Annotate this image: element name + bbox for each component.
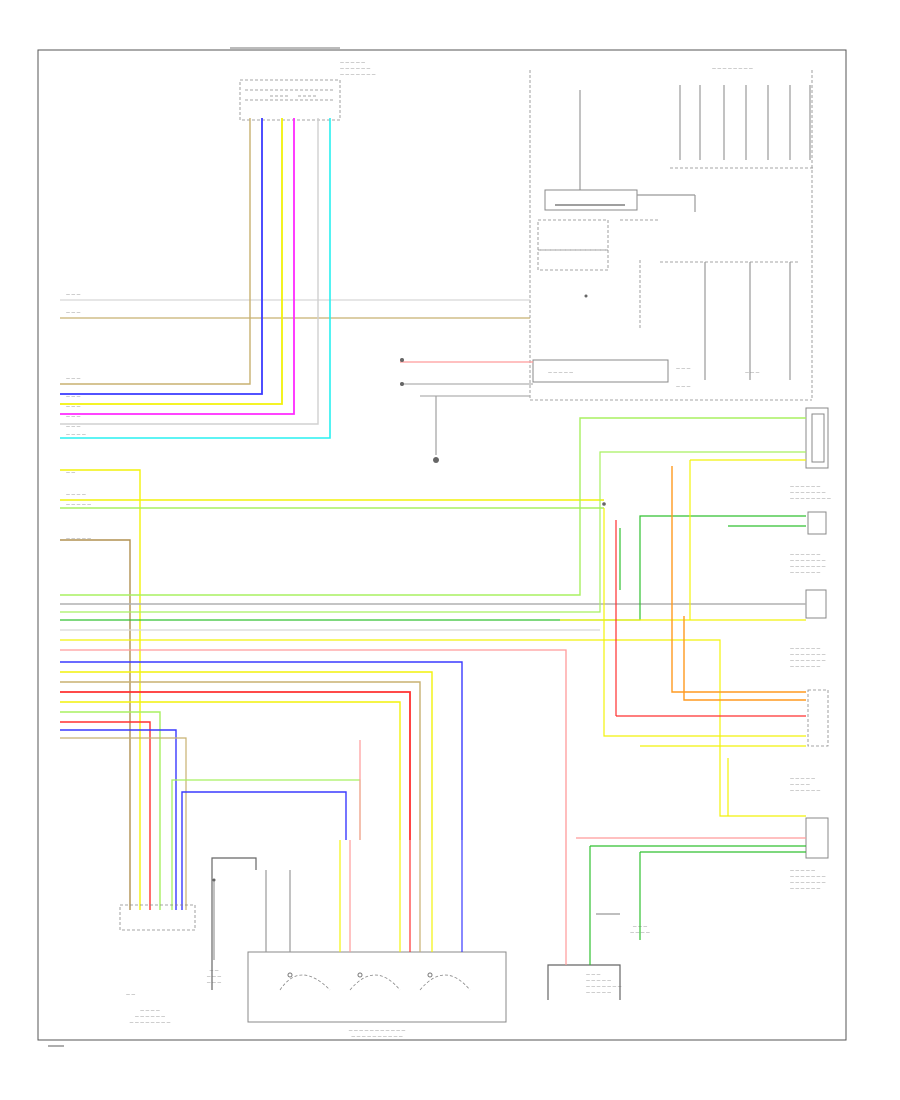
svg-text:— — —: — — — (207, 980, 222, 985)
svg-text:— — — — — — —: — — — — — — — (790, 658, 826, 663)
svg-text:— — —: — — — (633, 924, 648, 929)
center-ground-box: — — — — — — — — (207, 857, 257, 990)
engine-control-module: — — — — — — — — — — — — — — — — — — — — … (529, 66, 815, 401)
svg-text:— — —: — — — (66, 404, 81, 409)
svg-text:— — — — —: — — — — — (790, 776, 815, 781)
svg-text:— — — — —: — — — — — (586, 978, 611, 983)
svg-text:— — — — — —: — — — — — — (790, 484, 820, 489)
svg-text:— — —: — — — (66, 424, 81, 429)
svg-text:— — — — — — —: — — — — — — — (790, 558, 826, 563)
svg-text:— — — — — —: — — — — — — (340, 66, 370, 71)
svg-text:— — — —: — — — — (140, 1008, 160, 1013)
svg-text:— — — — —: — — — — — (66, 502, 91, 507)
svg-text:— —: — — (209, 968, 218, 973)
svg-text:— — — — — —: — — — — — — (790, 886, 820, 891)
svg-text:— — — — — — — —: — — — — — — — — (712, 66, 753, 71)
svg-text:— — —: — — — (66, 292, 81, 297)
svg-text:— —: — — (66, 470, 75, 475)
right-sensor-boxes: — — — — — — — — — — — — — — — — — — — — … (790, 407, 831, 891)
svg-text:— — —: — — — (745, 370, 760, 375)
svg-text:— — — — —: — — — — — (340, 60, 365, 65)
right-bottom-sensor: — — — — — — — — — — — — — — — — — — — — … (547, 870, 650, 1000)
svg-text:— — —: — — — (66, 414, 81, 419)
svg-text:— — — — —: — — — — — (586, 990, 611, 995)
svg-text:— — — — — — — —: — — — — — — — — (130, 1020, 171, 1025)
left-bottom-connector: — — — — — — — — — — — — — — — — — — — — (119, 904, 196, 1025)
ecm-feed-lines (60, 299, 533, 463)
svg-text:— — — — — — —: — — — — — — — (340, 72, 376, 77)
svg-text:— — — — — — — —: — — — — — — — — (790, 496, 831, 501)
svg-text:— — — — — —: — — — — — — (790, 664, 820, 669)
svg-text:— — —: — — — (676, 384, 691, 389)
svg-text:— — — — — — —: — — — — — — — (586, 984, 622, 989)
svg-text:— — — —: — — — — (66, 492, 86, 497)
svg-text:— — — — —: — — — — — (790, 868, 815, 873)
svg-text:— — — — — —: — — — — — — (790, 552, 820, 557)
svg-text:— — — —: — — — — (630, 930, 650, 935)
svg-text:— — — — —: — — — — — (66, 536, 91, 541)
diagram-frame (37, 49, 847, 1041)
svg-text:— — — — — —: — — — — — — (790, 646, 820, 651)
top-sensor-connector: — — — — — — — — — — — — — — — — — — (239, 60, 376, 121)
svg-text:— — — — — — — — — —: — — — — — — — — — — (351, 1034, 402, 1039)
svg-text:— — — — —: — — — — — (548, 370, 573, 375)
right-vertical-wires (576, 459, 806, 890)
svg-text:— — —: — — — (66, 376, 81, 381)
svg-text:— — — — — — —: — — — — — — — (790, 490, 826, 495)
svg-text:— — — — — —: — — — — — — (790, 788, 820, 793)
bottom-wire-loops (171, 740, 361, 910)
svg-text:— — —: — — — (66, 310, 81, 315)
transmission-range-switch: — — — — — — — — — — — — — — — — — — — — … (247, 840, 507, 1039)
svg-text:— — — —: — — — — (790, 782, 810, 787)
svg-text:— — — — — — —: — — — — — — — (790, 564, 826, 569)
svg-text:— — — — — — —: — — — — — — — (790, 880, 826, 885)
svg-text:— — — — — — — — — — —: — — — — — — — — — — — (349, 1028, 406, 1033)
svg-text:— — — — — —: — — — — — — (135, 1014, 165, 1019)
middle-signal-wires (60, 417, 806, 910)
svg-text:— — —: — — — (586, 972, 601, 977)
sensor-wire-bundle (60, 118, 331, 439)
svg-text:— — — —: — — — — (66, 432, 86, 437)
svg-text:— — —: — — — (66, 394, 81, 399)
svg-text:— —: — — (126, 992, 135, 997)
svg-text:— — — — — —: — — — — — — (790, 570, 820, 575)
svg-text:— — — — — — —: — — — — — — — (790, 874, 826, 879)
svg-text:— — — — — — —: — — — — — — — (790, 652, 826, 657)
svg-text:— — —: — — — (676, 366, 691, 371)
svg-text:— — —: — — — (207, 974, 222, 979)
left-connector-labels: — — — — — — — — — — — — — — — — — — — — … (66, 292, 91, 541)
